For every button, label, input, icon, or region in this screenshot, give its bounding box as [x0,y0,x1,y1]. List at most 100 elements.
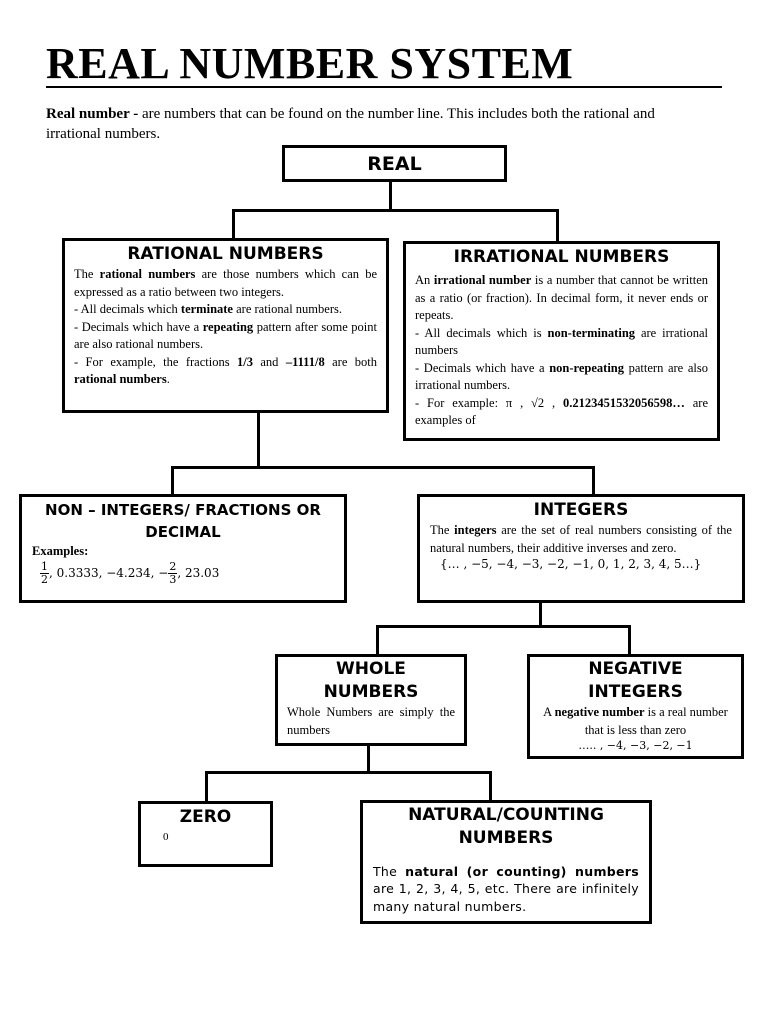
rational-box: RATIONAL NUMBERS The rational numbers ar… [62,238,389,413]
text-run: The [373,863,406,879]
intro-text: Real number - are numbers that can be fo… [46,104,706,144]
real-heading: REAL [367,153,422,175]
negative-body: A negative number is a real number that … [539,704,732,739]
text-run: is a real number that is less than zero [584,705,728,737]
connector [592,466,595,495]
irrational-body: An irrational number is a number that ca… [415,272,708,430]
bold-term: rational numbers [99,267,196,281]
connector [376,625,631,628]
text-run: pattern are also irrational numbers. [415,360,708,393]
natural-body: The natural (or counting) numbers are 1,… [373,863,639,916]
zero-box: ZERO 0 [138,801,273,867]
non-integers-box: NON – INTEGERS/ FRACTIONS OR DECIMAL Exa… [19,494,347,603]
integers-body: The integers are the set of real numbers… [430,522,732,557]
connector [539,602,542,628]
natural-heading: NATURAL/COUNTING NUMBERS [408,805,604,848]
bold-term: rational numbers [74,372,167,386]
negative-box: NEGATIVE INTEGERS A negative number is a… [527,654,744,759]
rational-body: The rational numbers are those numbers w… [74,266,377,389]
paragraph: - All decimals which is non-terminating … [415,325,708,360]
connector [257,412,260,469]
text-run: pattern after some point are also ration… [74,319,377,352]
paragraph: The natural (or counting) numbers are 1,… [373,863,639,916]
text-run: A [543,705,555,719]
bold-term: –1111/8 [285,354,325,369]
whole-body: Whole Numbers are simply the numbers [287,704,455,739]
paragraph: - For example: π , √2 , 0.21234515320565… [415,395,708,430]
bold-term: terminate [180,302,233,316]
bold-term: negative number [554,705,645,719]
connector [367,745,370,774]
text-run: An [415,273,434,287]
connector [376,625,379,655]
connector [171,466,174,495]
negative-heading: NEGATIVE INTEGERS [588,659,683,702]
text-run: The [430,523,455,537]
examples-label: Examples: [32,544,89,558]
text-run: are both [324,354,377,369]
text-run: - For example, the fractions [74,354,237,369]
text-run: Whole Numbers are simply the numbers [287,705,455,737]
text-run: are rational numbers. [232,302,342,316]
whole-box: WHOLE NUMBERS Whole Numbers are simply t… [275,654,467,746]
bold-term: 1/3 [236,354,253,369]
text-run: are the set of real numbers consisting o… [430,523,732,555]
text-run: are those numbers which can be expressed… [74,267,378,299]
paragraph: The integers are the set of real numbers… [430,522,732,557]
whole-heading: WHOLE NUMBERS [323,659,419,702]
connector [556,209,559,242]
connector [171,466,595,469]
paragraph: - For example, the fractions 1/3 and –11… [74,354,377,389]
bold-term: Real number - [46,106,142,122]
connector [205,771,492,774]
integers-set: {… , −5, −4, −3, −2, −1, 0, 1, 2, 3, 4, … [440,557,702,571]
paragraph: A negative number is a real number that … [539,704,732,739]
real-box: REAL [282,145,507,182]
title-underline [46,86,722,88]
text-run: The [74,267,100,281]
paragraph: - All decimals which terminate are ratio… [74,301,377,319]
connector [232,209,235,240]
rational-heading: RATIONAL NUMBERS [127,244,324,264]
bold-term: 0.2123451532056598… [563,395,685,410]
negative-set: ….. , −4, −3, −2, −1 [578,739,693,752]
connector [205,771,208,802]
bold-term: integers [454,523,497,537]
bold-term: non-terminating [547,325,636,340]
text-run: - All decimals which [74,302,181,316]
connector [489,771,492,801]
text-run: - All decimals which is [415,325,548,340]
paragraph: An irrational number is a number that ca… [415,272,708,325]
bold-term: non-repeating [549,360,624,375]
connector [389,181,392,212]
text-run: is a number that cannot be written as a … [415,273,708,322]
bold-term: irrational number [433,273,532,287]
text-run: . [166,372,170,386]
bold-term: repeating [202,319,254,334]
zero-heading: ZERO [179,807,232,827]
text-run: - Decimals which have a [74,319,203,334]
zero-value: 0 [163,831,169,843]
connector [628,625,631,655]
text-run: - For example: π , √2 , [415,395,563,410]
paragraph: Whole Numbers are simply the numbers [287,704,455,739]
text-run: and [252,354,286,369]
irrational-heading: IRRATIONAL NUMBERS [453,247,670,267]
bold-term: natural (or counting) numbers [405,863,640,879]
integers-box: INTEGERS The integers are the set of rea… [417,494,745,603]
integers-heading: INTEGERS [533,500,629,520]
paragraph: - Decimals which have a non-repeating pa… [415,360,708,395]
text-run: are irrational numbers [415,325,708,358]
text-run: are examples of [415,395,708,428]
text-run: - Decimals which have a [415,360,550,375]
paragraph: The rational numbers are those numbers w… [74,266,377,301]
text-run: are 1, 2, 3, 4, 5, etc. There are infini… [373,881,639,914]
text-run: are numbers that can be found on the num… [46,106,655,142]
page-title: REAL NUMBER SYSTEM [46,39,574,88]
non-integers-heading: NON – INTEGERS/ FRACTIONS OR DECIMAL [45,501,321,541]
natural-box: NATURAL/COUNTING NUMBERS The natural (or… [360,800,652,924]
paragraph: - Decimals which have a repeating patter… [74,319,377,354]
